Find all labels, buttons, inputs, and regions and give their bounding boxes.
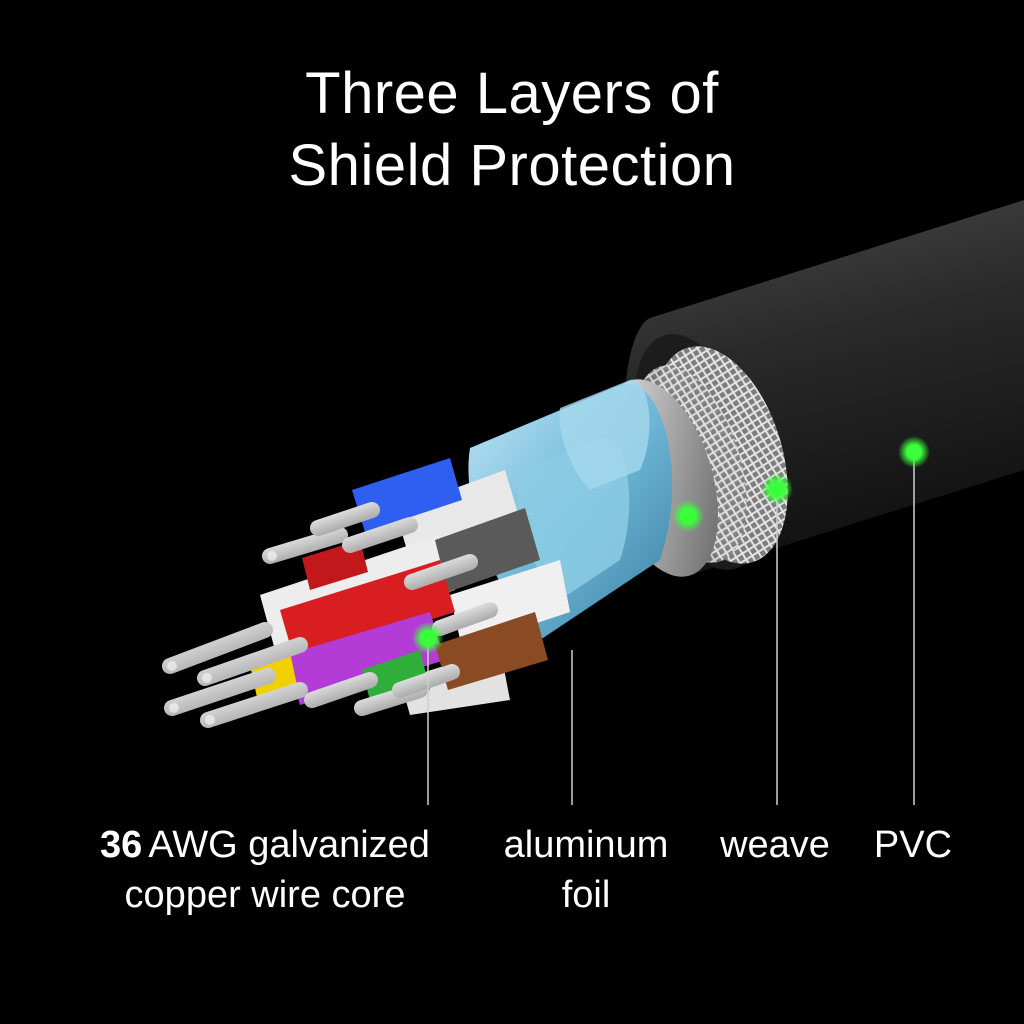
headline-line-1: Three Layers of <box>305 61 719 126</box>
label-pvc-text: PVC <box>873 824 953 866</box>
headline: Three Layers of Shield Protection <box>0 58 1024 202</box>
label-weave: weave <box>700 820 850 870</box>
copper-strand-ends <box>162 502 498 728</box>
label-weave-text: weave <box>720 824 830 866</box>
label-pvc: PVC <box>858 820 968 870</box>
label-aluminum-foil-line-1: aluminum <box>503 824 669 866</box>
label-copper-core-line-2: copper wire core <box>124 874 406 916</box>
callout-lines <box>427 452 915 805</box>
label-copper-core-gauge: 36 <box>100 824 143 866</box>
label-aluminum-foil-line-2: foil <box>561 874 611 916</box>
callout-dots <box>412 436 930 654</box>
label-aluminum-foil: aluminum foil <box>486 820 686 920</box>
blue-wire <box>352 458 462 532</box>
brown-wire <box>435 612 548 690</box>
purple-wire <box>285 612 445 705</box>
headline-line-2: Shield Protection <box>288 133 736 198</box>
